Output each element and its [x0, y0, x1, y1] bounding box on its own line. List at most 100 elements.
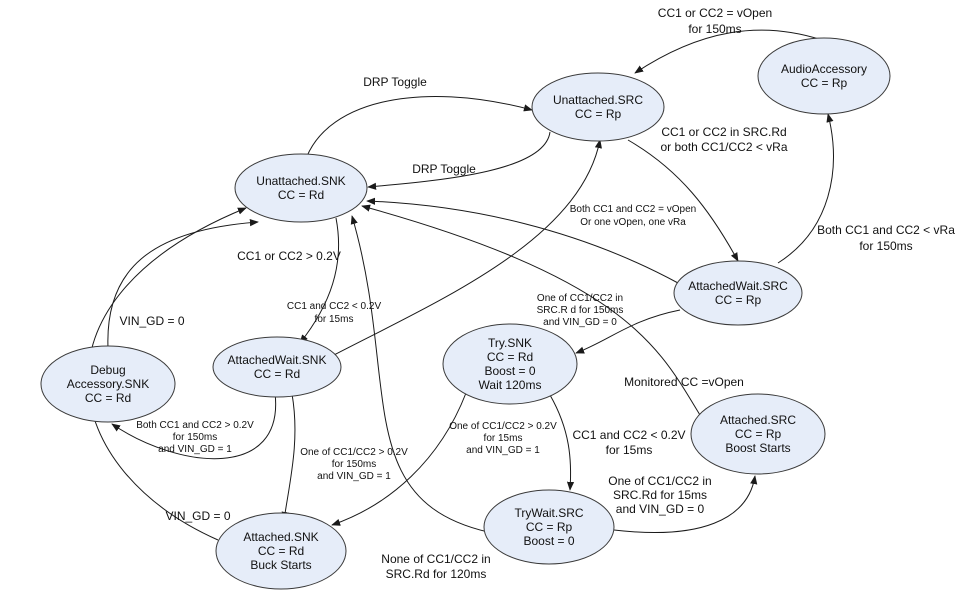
edge-attachedwait-snk-to-attached-snk [281, 393, 296, 521]
text-line: None of CC1/CC2 in [381, 552, 490, 566]
text-line: Or one vOpen, one vRa [580, 217, 686, 228]
text-line: CC = Rd [254, 367, 300, 381]
text-line: DRP Toggle [363, 75, 427, 89]
label-attached-src-to-snk: Monitored CC =vOpen [624, 375, 744, 389]
text-line: AudioAccessory [781, 62, 867, 76]
text-line: CC1 or CC2 > 0.2V [237, 249, 341, 263]
text-line: One of CC1/CC2 > 0.2V [300, 447, 408, 458]
edge-try-snk-to-trywait-src [549, 394, 575, 491]
text-line: CC = Rp [526, 520, 573, 534]
edge-attachedwait-snk-to-src [333, 139, 602, 356]
text-line: DRP Toggle [412, 162, 476, 176]
edge-attachedwait-src-to-snk [366, 197, 679, 284]
edge-snk-to-src-drp-toggle [302, 95, 533, 169]
text-line: TryWait.SRC [514, 506, 583, 520]
text-line: or both CC1/CC2 < vRa [660, 140, 787, 154]
text-line: for 15ms [315, 314, 354, 325]
edge-attached-src-to-snk [361, 204, 701, 416]
text-line: One of CC1/CC2 in [537, 293, 623, 304]
text-line: Try.SNK [488, 336, 532, 350]
text-line: One of CC1/CC2 in [608, 474, 711, 488]
label-debug-to-snk: VIN_GD = 0 [119, 314, 184, 328]
text-line: for 150ms [859, 239, 912, 253]
text-line: Both CC1 and CC2 > 0.2V [136, 420, 254, 431]
text-line: CC1 or CC2 in SRC.Rd [661, 125, 786, 139]
edge-trywait-src-to-attached-src [613, 475, 758, 533]
text-line: and VIN_GD = 1 [158, 444, 232, 455]
text-line: CC = Rd [85, 391, 131, 405]
text-line: for 150ms [332, 459, 376, 470]
text-line: AttachedWait.SRC [688, 279, 788, 293]
label-snk-to-attachedwait-snk: CC1 or CC2 > 0.2V [237, 249, 341, 263]
label-attached-snk-to-snk: VIN_GD = 0 [165, 509, 230, 523]
text-line: Attached.SRC [720, 413, 796, 427]
text-line: CC = Rp [735, 427, 782, 441]
text-line: SRC.Rd for 15ms [613, 488, 707, 502]
text-line: and VIN_GD = 0 [543, 317, 617, 328]
text-line: CC = Rp [715, 293, 762, 307]
text-line: CC = Rp [801, 76, 848, 90]
text-line: and VIN_GD = 0 [616, 502, 705, 516]
edge-src-to-attachedwait-src [627, 139, 739, 262]
text-line: SRC.Rd for 120ms [386, 567, 487, 581]
text-line: Accessory.SNK [67, 377, 149, 391]
text-line: for 15ms [606, 443, 653, 457]
edge-attachedwait-src-to-try-snk [575, 309, 681, 354]
text-line: Monitored CC =vOpen [624, 375, 744, 389]
text-line: CC = Rd [487, 350, 533, 364]
text-line: One of CC1/CC2 > 0.2V [449, 421, 557, 432]
edge-snk-to-attachedwait-snk [299, 217, 340, 344]
text-line: Wait 120ms [479, 378, 542, 392]
text-line: Debug [90, 363, 125, 377]
label-snk-to-src-drp-toggle: DRP Toggle [363, 75, 427, 89]
text-line: Boost Starts [725, 441, 790, 455]
label-src-to-snk-drp-toggle: DRP Toggle [412, 162, 476, 176]
edge-src-to-snk-drp-toggle [367, 131, 551, 190]
text-line: CC = Rd [278, 188, 324, 202]
text-line: CC = Rd [258, 544, 304, 558]
text-line: and VIN_GD = 1 [317, 471, 391, 482]
text-line: for 15ms [484, 433, 523, 444]
text-line: Boost = 0 [484, 364, 535, 378]
text-line: VIN_GD = 0 [165, 509, 230, 523]
text-line: SRC.R d for 150ms [537, 305, 624, 316]
text-line: for 150ms [688, 22, 741, 36]
text-line: Buck Starts [250, 558, 311, 572]
text-line: for 150ms [173, 432, 217, 443]
edge-attachedwait-src-to-audio [777, 113, 834, 264]
text-line: Attached.SNK [243, 530, 318, 544]
edge-attachedwait-snk-to-debug [111, 392, 277, 460]
edge-audio-to-unattached-src [634, 29, 823, 74]
